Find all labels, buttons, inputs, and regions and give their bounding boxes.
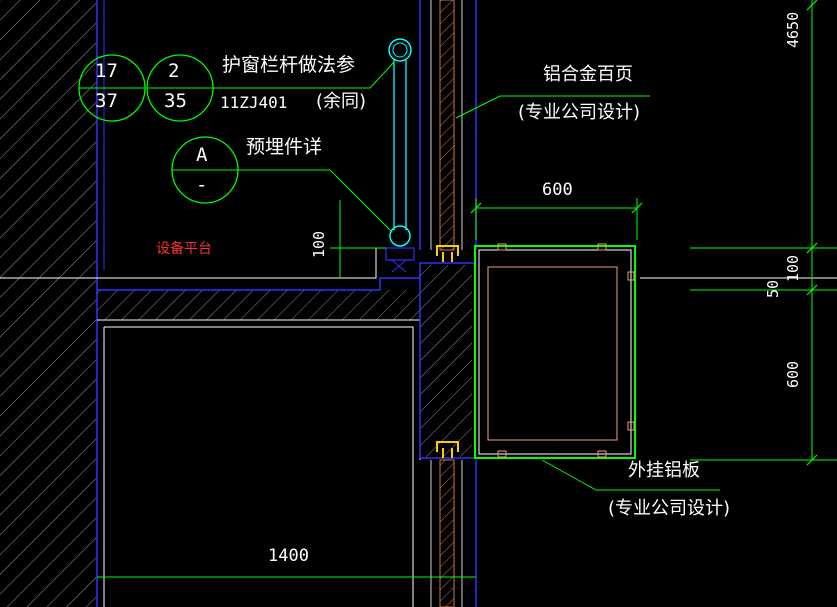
railing-note-ref: 11ZJ401	[220, 93, 288, 112]
dim-50-text: 50	[764, 279, 782, 298]
dim-4650-text: 4650	[784, 11, 802, 48]
louver-strip-top	[439, 0, 455, 251]
embedded-plate	[385, 247, 415, 261]
bubble3-bottom-text: -	[196, 174, 208, 196]
panel-title: 外挂铝板	[628, 460, 700, 481]
bubble1-bottom-text: 37	[95, 90, 118, 112]
dim-1400-text: 1400	[268, 546, 309, 566]
railing-top-circle	[388, 38, 412, 62]
dim-100-left-text: 100	[310, 230, 328, 258]
platform-label: 设备平台	[156, 241, 212, 257]
bubble2-top-text: 2	[168, 60, 180, 82]
beam-hatch	[420, 265, 472, 457]
panel-inner-frame	[487, 266, 618, 441]
bubble1-top-text: 17	[95, 60, 118, 82]
panel-outer-frame	[474, 245, 636, 459]
embedded-note: 预埋件详	[246, 136, 323, 158]
bracket-top	[436, 245, 459, 262]
louver-title: 铝合金百页	[543, 64, 633, 85]
louver-subtitle: (专业公司设计)	[518, 102, 641, 123]
bubble3-top-text: A	[196, 144, 208, 166]
left-wall-hatch	[0, 0, 97, 607]
railing-bottom-circle	[389, 225, 411, 247]
dim-600-top-text: 600	[542, 180, 573, 200]
bracket-bottom	[436, 441, 459, 458]
slab-hatch	[97, 290, 420, 320]
bubble2-bottom-text: 35	[164, 90, 187, 112]
railing-note-title: 护窗栏杆做法参	[222, 54, 356, 76]
dim-600-right-text: 600	[784, 360, 802, 388]
dim-100-right-text: 100	[784, 254, 802, 282]
louver-strip-bottom	[439, 459, 455, 607]
panel-subtitle: (专业公司设计)	[608, 498, 731, 519]
railing-note-same: (余同)	[316, 91, 367, 112]
